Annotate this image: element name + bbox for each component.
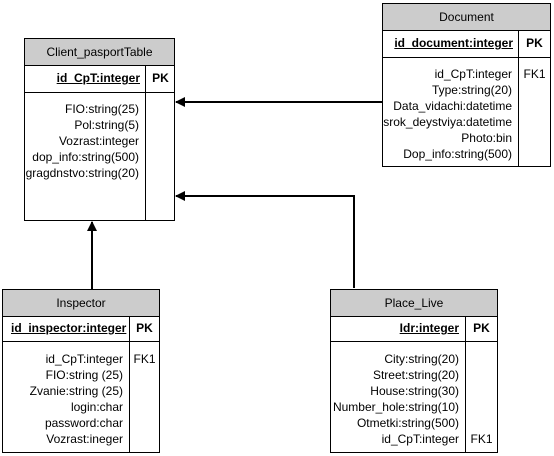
pk-label: PK bbox=[152, 71, 169, 85]
attribute: FIO:string(25) bbox=[64, 102, 139, 116]
attribute: gragdnstvo:string(20) bbox=[25, 166, 139, 180]
attribute-list: City:string(20) Street:string(20) House:… bbox=[333, 351, 459, 447]
entity-document[interactable]: Document id_document:integer PK id_CpT:i… bbox=[382, 3, 551, 167]
attribute: Street:string(20) bbox=[372, 368, 459, 382]
pk-label: PK bbox=[526, 36, 543, 50]
key-list: FK1 bbox=[130, 351, 159, 367]
attribute: Vozrast:ineger bbox=[46, 432, 123, 446]
entity-client-pasport-table[interactable]: Client_pasportTable id_CpT:integer PK FI… bbox=[24, 38, 175, 221]
attribute: Pol:string(5) bbox=[74, 118, 139, 132]
attribute: id_CpT:integer bbox=[381, 432, 459, 446]
entity-inspector[interactable]: Inspector id_inspector:integer PK id_CpT… bbox=[2, 289, 160, 453]
attribute: id_CpT:integer bbox=[434, 67, 512, 81]
entity-title: Place_Live bbox=[331, 290, 497, 317]
attribute-list: id_CpT:integer FIO:string (25) Zvanie:st… bbox=[30, 351, 123, 447]
pk-field: id_CpT:integer bbox=[56, 71, 140, 85]
attribute: Zvanie:string (25) bbox=[29, 384, 123, 398]
fk-label: FK1 bbox=[133, 352, 156, 366]
attribute: Data_vidachi:datetime bbox=[393, 99, 512, 113]
attribute: login:char bbox=[70, 400, 123, 414]
attribute: srok_deystviya:datetime bbox=[383, 115, 512, 129]
attribute-list: FIO:string(25) Pol:string(5) Vozrast:int… bbox=[26, 101, 139, 181]
entity-title: Document bbox=[383, 4, 550, 31]
pk-label: PK bbox=[136, 321, 153, 335]
attribute: Type:string(20) bbox=[431, 83, 512, 97]
entity-title: Inspector bbox=[3, 290, 159, 317]
place-to-client-link bbox=[175, 191, 355, 288]
attribute: Number_hole:string(10) bbox=[332, 400, 459, 414]
attribute: City:string(20) bbox=[384, 352, 459, 366]
entity-title: Client_pasportTable bbox=[25, 39, 174, 66]
pk-field: Idr:integer bbox=[399, 321, 459, 335]
attribute: Otmetki:string(500) bbox=[356, 416, 459, 430]
attribute: password:char bbox=[44, 416, 123, 430]
attribute: House:string(30) bbox=[370, 384, 459, 398]
fk-label: FK1 bbox=[523, 67, 546, 81]
attribute: id_CpT:integer bbox=[45, 352, 123, 366]
attribute: dop_info:string(500) bbox=[32, 150, 139, 164]
attribute: Dop_info:string(500) bbox=[403, 147, 512, 161]
attribute: FIO:string (25) bbox=[45, 368, 123, 382]
attribute: Photo:bin bbox=[461, 131, 512, 145]
pk-field: id_inspector:integer bbox=[11, 321, 127, 335]
key-list: FK1 bbox=[466, 431, 497, 447]
pk-field: id_document:integer bbox=[394, 36, 513, 50]
attribute-list: id_CpT:integer Type:string(20) Data_vida… bbox=[383, 66, 512, 162]
key-list: FK1 bbox=[519, 66, 550, 82]
fk-label: FK1 bbox=[470, 432, 493, 446]
pk-label: PK bbox=[473, 321, 490, 335]
entity-place-live[interactable]: Place_Live Idr:integer PK City:string(20… bbox=[330, 289, 498, 453]
attribute: Vozrast:integer bbox=[58, 134, 139, 148]
